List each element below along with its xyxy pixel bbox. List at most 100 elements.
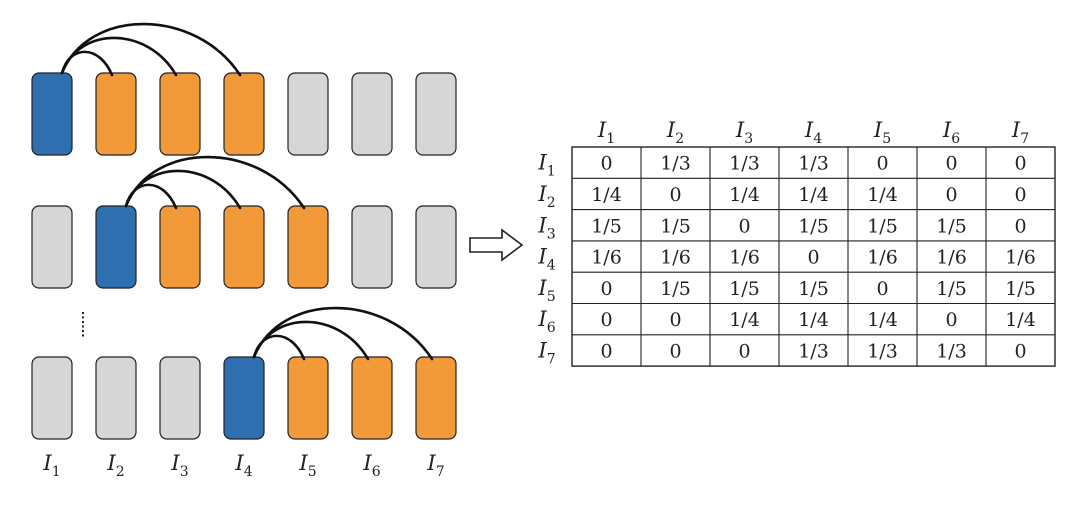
matrix-cell-r4-c2: 1/6 (660, 247, 691, 269)
token-row-2 (31, 155, 457, 289)
matrix-column-header-1: I1 (597, 118, 615, 147)
matrix-cells: 0 1/3 1/3 1/3 0 0 0 1/4 0 1/4 1/4 1/4 0 0 1/5 1/5 0 1/5 1/… (591, 153, 1036, 363)
item-label-3-base: I (170, 451, 180, 475)
item-label-7-subscript: 7 (436, 464, 445, 480)
matrix-row-header-3-base: I (537, 213, 547, 237)
item-label-4-base: I (234, 451, 244, 475)
matrix-column-header-2-subscript: 2 (675, 131, 684, 147)
token-block-target-item-4 (223, 72, 265, 156)
token-block-target-item-3 (159, 72, 201, 156)
token-row-3 (31, 306, 457, 440)
matrix-cell-r2-c2: 0 (669, 184, 681, 206)
matrix-cell-r2-c6: 0 (945, 184, 957, 206)
matrix-cell-r3-c1: 1/5 (591, 215, 622, 237)
token-block-inactive-item-2 (95, 356, 137, 440)
matrix-cell-r6-c3: 1/4 (729, 309, 760, 331)
token-block-inactive-item-1 (31, 205, 73, 289)
matrix-column-header-6-base: I (942, 118, 952, 142)
matrix-row-header-3-subscript: 3 (547, 226, 556, 242)
token-block-target-item-5 (287, 205, 329, 289)
matrix-column-header-6: I6 (942, 118, 960, 147)
matrix-cell-r5-c5: 0 (876, 278, 888, 300)
matrix-cell-r4-c1: 1/6 (591, 247, 622, 269)
token-block-source-item-4 (223, 356, 265, 440)
matrix-column-header-5-subscript: 5 (882, 131, 891, 147)
matrix-cell-r3-c5: 1/5 (867, 215, 898, 237)
matrix-column-header-1-subscript: 1 (606, 131, 615, 147)
matrix-column-header-3-base: I (735, 118, 745, 142)
matrix-column-header-3: I3 (735, 118, 753, 147)
matrix-cell-r7-c4: 1/3 (798, 340, 829, 362)
matrix-column-header-7: I7 (1011, 118, 1029, 147)
matrix-row-header-4: I4 (537, 245, 555, 274)
matrix-row-header-1: I1 (537, 151, 555, 180)
attention-arc-1-to-2 (60, 50, 114, 77)
matrix-cell-r5-c3: 1/5 (729, 278, 760, 300)
token-block-inactive-item-6 (351, 72, 393, 156)
matrix-column-header-3-subscript: 3 (744, 131, 753, 147)
attention-arc-4-to-7 (252, 306, 434, 361)
matrix-row-header-5-base: I (537, 276, 547, 300)
matrix-cell-r7-c6: 1/3 (936, 340, 967, 362)
matrix-cell-r5-c2: 1/5 (660, 278, 691, 300)
item-label-5-subscript: 5 (308, 464, 317, 480)
matrix-row-header-2: I2 (537, 182, 555, 211)
matrix-border (571, 146, 1056, 367)
matrix-cell-r2-c1: 1/4 (591, 184, 622, 206)
matrix-row-header-6-base: I (537, 307, 547, 331)
attention-arc-4-to-6 (252, 320, 370, 361)
matrix-cell-r7-c5: 1/3 (867, 340, 898, 362)
matrix-row-header-2-subscript: 2 (547, 195, 556, 211)
matrix-cell-r1-c6: 0 (945, 153, 957, 175)
token-block-inactive-item-1 (31, 356, 73, 440)
item-label-4-subscript: 4 (244, 464, 253, 480)
matrix-cell-r1-c7: 0 (1014, 153, 1026, 175)
matrix-cell-r4-c7: 1/6 (1005, 247, 1036, 269)
item-label-3-subscript: 3 (180, 464, 189, 480)
token-block-target-item-5 (287, 356, 329, 440)
matrix-cell-r5-c6: 1/5 (936, 278, 967, 300)
matrix-row-header-4-base: I (537, 245, 547, 269)
matrix-cell-r4-c4: 0 (807, 247, 819, 269)
matrix-row-header-6: I6 (537, 307, 555, 336)
item-label-7-base: I (426, 451, 436, 475)
matrix-column-header-2-base: I (666, 118, 676, 142)
matrix-cell-r7-c7: 0 (1014, 340, 1026, 362)
matrix-cell-r7-c1: 0 (600, 340, 612, 362)
matrix-column-header-2: I2 (666, 118, 684, 147)
attention-arc-4-to-5 (252, 334, 306, 361)
matrix-cell-r3-c6: 1/5 (936, 215, 967, 237)
hollow-right-arrow-icon (469, 228, 524, 262)
token-block-source-item-2 (95, 205, 137, 289)
matrix-cell-r3-c2: 1/5 (660, 215, 691, 237)
token-row-1 (31, 22, 457, 156)
item-label-6-subscript: 6 (372, 464, 381, 480)
matrix-cell-r4-c5: 1/6 (867, 247, 898, 269)
token-block-inactive-item-7 (415, 205, 457, 289)
matrix-row-header-5: I5 (537, 276, 555, 305)
matrix-cell-r2-c7: 0 (1014, 184, 1026, 206)
token-block-inactive-item-5 (287, 72, 329, 156)
matrix-cell-r1-c4: 1/3 (798, 153, 829, 175)
matrix-cell-r2-c3: 1/4 (729, 184, 760, 206)
item-label-1-subscript: 1 (52, 464, 61, 480)
item-label-6: I6 (362, 451, 380, 480)
item-label-2-subscript: 2 (116, 464, 125, 480)
attention-arc-2-to-4 (124, 169, 242, 210)
matrix-row-header-6-subscript: 6 (547, 320, 556, 336)
matrix-row-header-3: I3 (537, 213, 555, 242)
matrix-column-header-5: I5 (873, 118, 891, 147)
matrix-row-header-2-base: I (537, 182, 547, 206)
matrix-column-header-4-base: I (804, 118, 814, 142)
matrix-cell-r7-c2: 0 (669, 340, 681, 362)
matrix-cell-r4-c3: 1/6 (729, 247, 760, 269)
token-block-inactive-item-6 (351, 205, 393, 289)
matrix-cell-r2-c4: 1/4 (798, 184, 829, 206)
item-label-6-base: I (362, 451, 372, 475)
matrix-cell-r6-c5: 1/4 (867, 309, 898, 331)
matrix-cell-r3-c3: 0 (738, 215, 750, 237)
